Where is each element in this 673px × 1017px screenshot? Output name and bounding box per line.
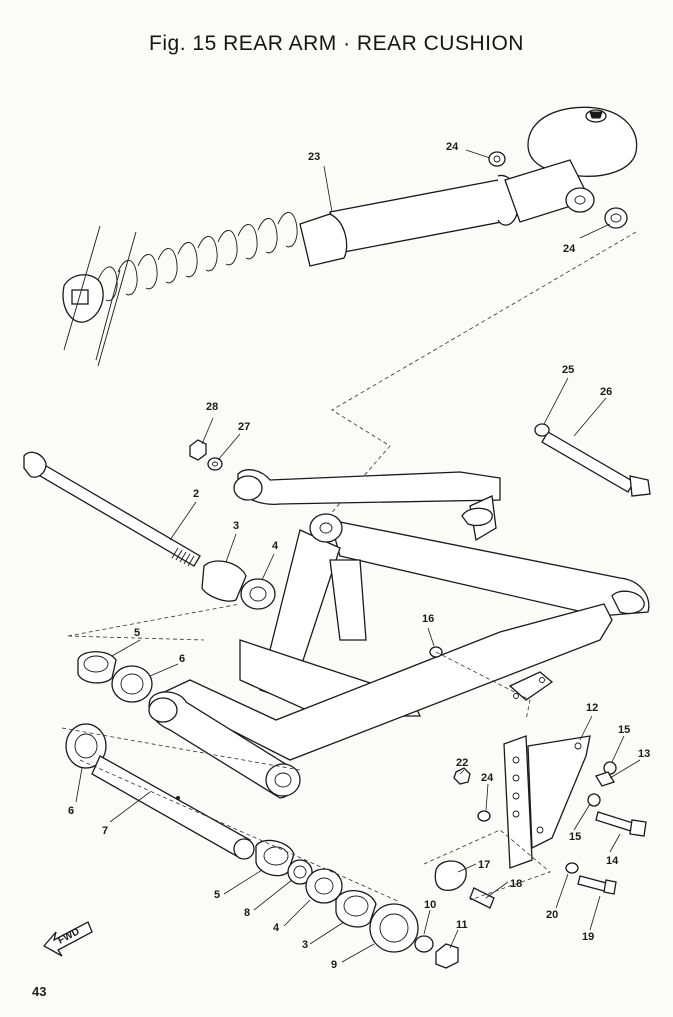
callout-12: 12 (586, 702, 598, 714)
callout-19: 19 (582, 931, 594, 943)
seal-6-upper (111, 665, 153, 703)
callout-13: 13 (638, 748, 650, 760)
callout-17: 17 (478, 859, 490, 871)
page-number: 43 (32, 984, 47, 999)
leader-lines (75, 149, 641, 963)
bolt-19 (577, 875, 617, 895)
bushing-5-upper (77, 651, 117, 684)
pivot-shaft-2 (23, 451, 201, 567)
callout-6: 6 (179, 653, 185, 665)
callout-15: 15 (618, 724, 630, 736)
assembly-line-left-upper (67, 603, 241, 641)
bolt-26 (534, 423, 651, 497)
callout-2: 2 (193, 488, 199, 500)
seal-6-lower (65, 723, 107, 769)
callout-8: 8 (244, 907, 250, 919)
callout-10: 10 (424, 899, 436, 911)
bolt-14 (595, 811, 647, 837)
figure-title: Fig. 15 REAR ARM · REAR CUSHION (149, 32, 524, 55)
washer-27 (207, 457, 223, 471)
callout-5: 5 (214, 889, 220, 901)
nut-11 (435, 943, 459, 969)
callout-11: 11 (456, 919, 468, 931)
callout-24: 24 (446, 141, 459, 153)
bushing-3-lower (335, 890, 377, 928)
callout-28: 28 (206, 401, 218, 413)
damper-17 (434, 860, 467, 891)
callout-5: 5 (134, 627, 140, 639)
collar-18 (469, 887, 495, 909)
nut-28 (189, 439, 207, 461)
assembly-line-16 (435, 651, 531, 721)
cap-9 (369, 903, 419, 953)
assembly-line-bracket (423, 829, 551, 901)
callout-18: 18 (510, 878, 522, 890)
callout-22: 22 (456, 757, 468, 769)
callout-26: 26 (600, 386, 612, 398)
callout-7: 7 (102, 825, 108, 837)
bushing-3-upper (201, 560, 247, 602)
callout-9: 9 (331, 959, 337, 971)
callout-labels: 23 24 24 25 26 28 27 2 3 4 5 6 16 12 15 … (68, 141, 650, 971)
bracket-12 (503, 735, 591, 869)
rear-arm-swingarm (148, 469, 650, 799)
callout-16: 16 (422, 613, 434, 625)
callout-24: 24 (481, 772, 494, 784)
callout-3: 3 (302, 939, 308, 951)
washer-24-top (488, 151, 506, 167)
washer-24-side (604, 207, 628, 229)
seal-4-upper (240, 578, 276, 610)
washer-10 (414, 935, 434, 953)
callout-3: 3 (233, 520, 239, 532)
callout-4: 4 (272, 540, 279, 552)
fwd-arrow-icon: FWD (42, 921, 93, 957)
washer-8 (287, 859, 313, 885)
callout-27: 27 (238, 421, 250, 433)
washer-20 (565, 862, 579, 874)
nut-22 (453, 767, 471, 785)
callout-14: 14 (606, 855, 619, 867)
assembly-line-shock (319, 231, 637, 527)
callout-23: 23 (308, 151, 320, 163)
callout-4: 4 (273, 922, 280, 934)
rear-cushion-assembly (62, 106, 638, 367)
seal-4-lower (305, 868, 343, 904)
callout-24: 24 (563, 243, 576, 255)
collar-7 (91, 755, 255, 860)
washer-15-lower (587, 793, 601, 807)
assembly-line-left-lower (61, 727, 401, 903)
callout-15: 15 (569, 831, 581, 843)
callout-6: 6 (68, 805, 74, 817)
callout-20: 20 (546, 909, 558, 921)
bolt-13 (595, 771, 615, 787)
washer-24-bracket (477, 810, 491, 822)
washer-15-upper (603, 761, 617, 775)
callout-25: 25 (562, 364, 574, 376)
